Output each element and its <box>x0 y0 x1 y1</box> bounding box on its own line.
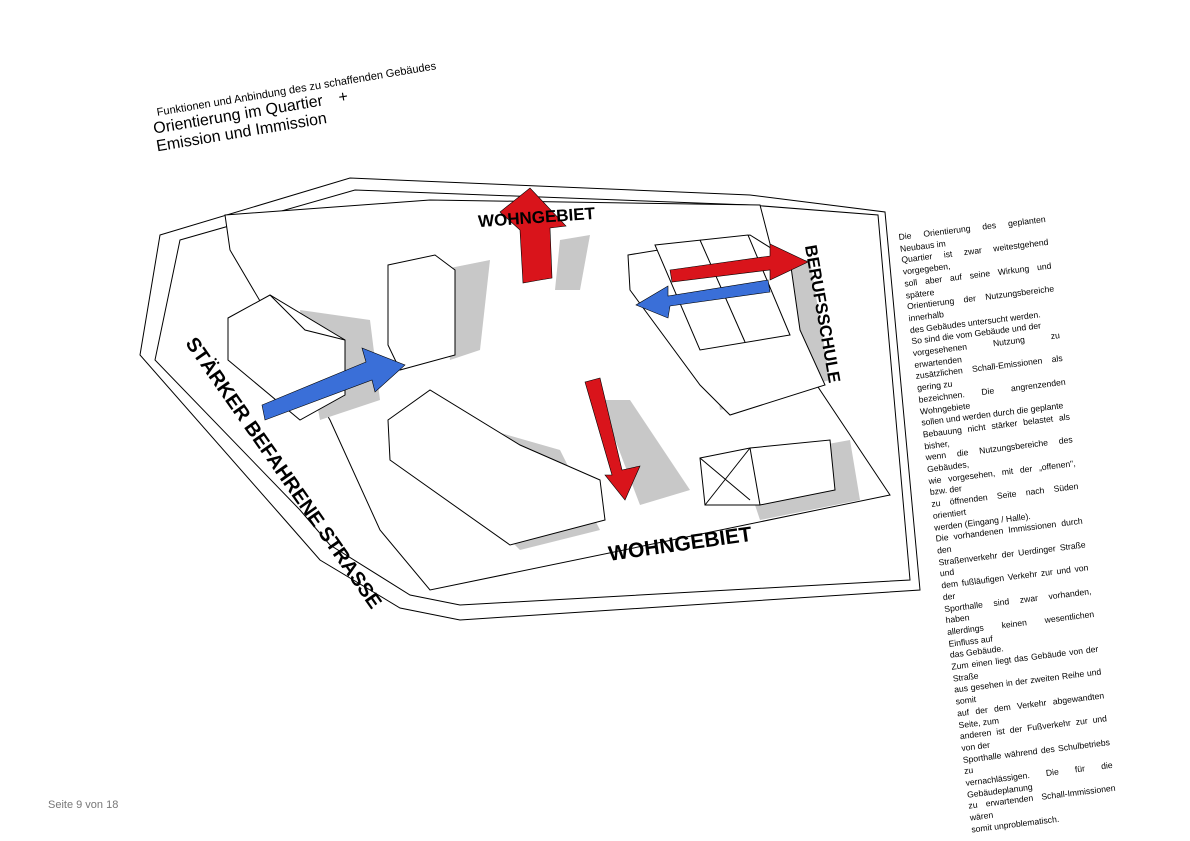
page-number: Seite 9 von 18 <box>48 799 119 811</box>
blue-arrow-east <box>635 279 771 319</box>
red-arrow-south <box>584 377 641 501</box>
building-north <box>387 254 456 371</box>
red-arrow-north <box>499 187 567 284</box>
blue-arrow-west <box>261 347 406 421</box>
red-arrow-east <box>669 243 809 283</box>
title-plus: + <box>337 87 350 107</box>
building-new <box>387 389 606 546</box>
road-edge <box>154 189 911 606</box>
